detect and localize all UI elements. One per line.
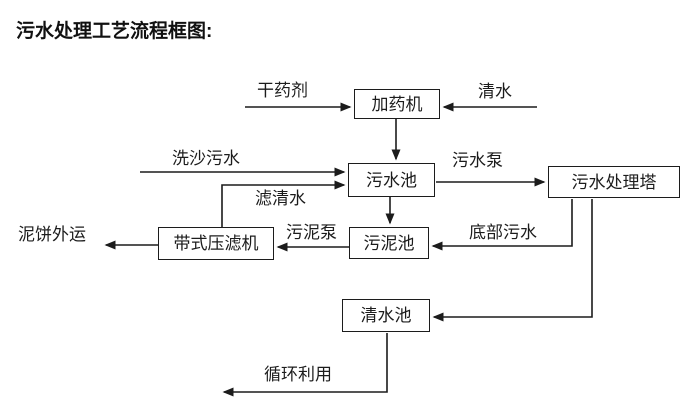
label-mud-cake-outbound: 泥饼外运 [18, 225, 86, 244]
label-recycling: 循环利用 [264, 365, 332, 384]
label-clean-water: 清水 [478, 82, 512, 101]
label-sewage-pump: 污水泵 [452, 151, 503, 170]
arrow-bottom-sewage [431, 199, 573, 251]
node-belt-filter-press: 带式压滤机 [158, 227, 274, 260]
label-bottom-sewage: 底部污水 [469, 223, 537, 242]
arrow-filtered-water [221, 180, 346, 227]
label-filtered-water: 滤清水 [255, 189, 306, 208]
node-sewage-treatment-tower: 污水处理塔 [548, 166, 680, 198]
diagram-title: 污水处理工艺流程框图: [16, 21, 213, 42]
node-sludge-pool: 污泥池 [349, 227, 429, 259]
arrow-tower-to-clean-water-pool [432, 199, 593, 322]
label-sand-washing-sewage: 洗沙污水 [172, 149, 240, 168]
label-dry-chemical: 干药剂 [257, 81, 308, 100]
node-sewage-pool: 污水池 [348, 163, 435, 197]
node-clean-water-pool: 清水池 [342, 299, 430, 332]
label-sludge-pump: 污泥泵 [286, 223, 337, 242]
node-dosing-machine: 加药机 [354, 89, 440, 119]
arrow-recycling [222, 333, 388, 397]
